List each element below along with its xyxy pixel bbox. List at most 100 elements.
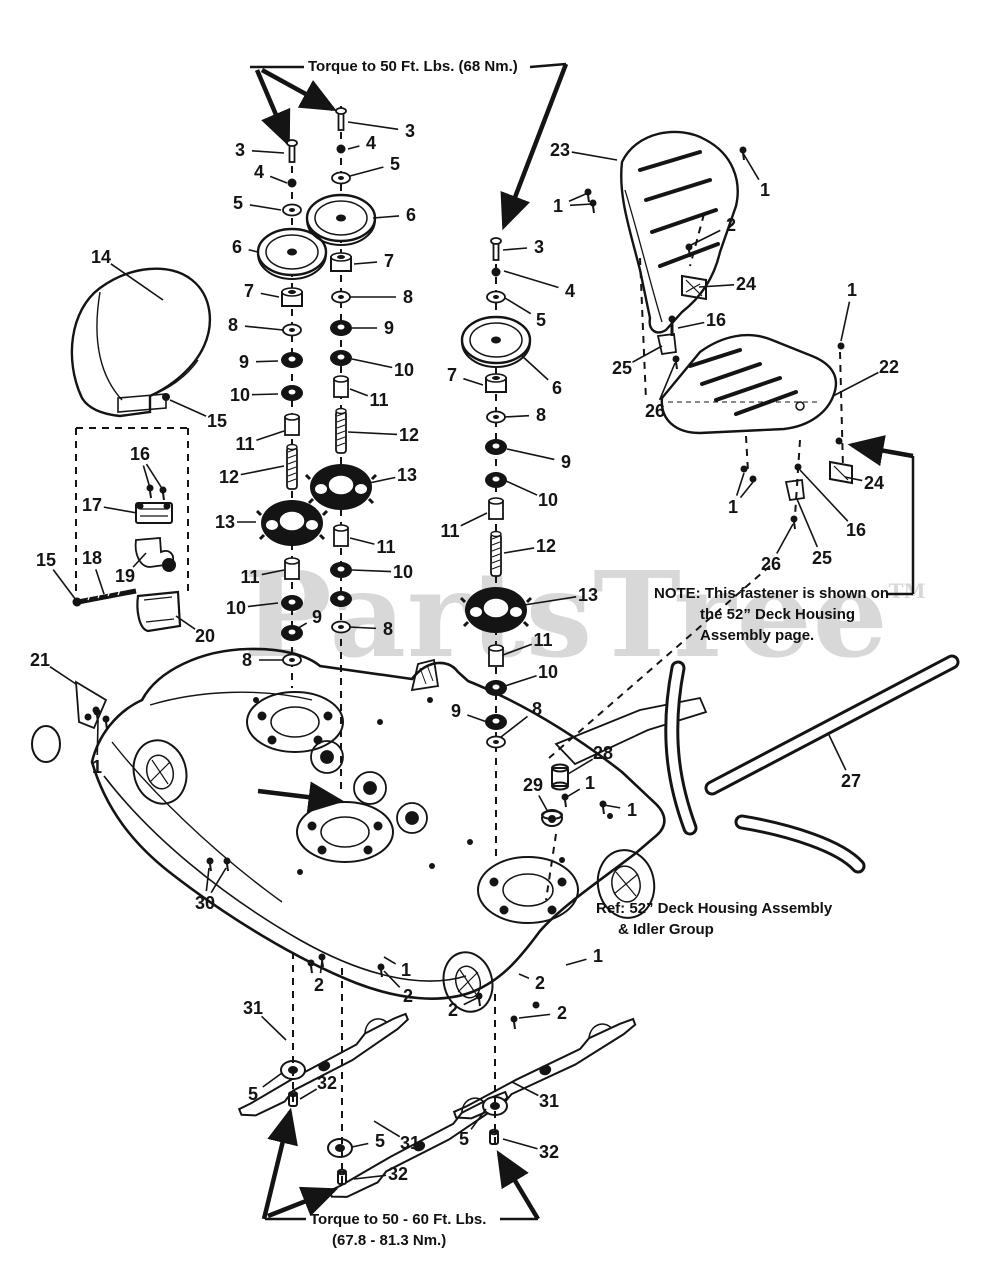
callout-8: 8: [503, 405, 546, 425]
callout-13: 13: [523, 585, 598, 606]
part-spacer: [330, 252, 352, 272]
callout-number: 1: [728, 497, 738, 517]
construction-dashed-line: [839, 351, 844, 469]
torque-note-bottom-line1: Torque to 50 - 60 Ft. Lbs.: [310, 1211, 487, 1228]
callout-number: 2: [726, 215, 736, 235]
callout-10: 10: [505, 480, 558, 510]
part-sleeve: [284, 557, 300, 580]
part-ring: [281, 352, 303, 368]
deck-idler-pulleys: [310, 740, 428, 834]
fastener-screw: [307, 959, 315, 974]
fastener-dot: [794, 463, 802, 471]
callout-number: 11: [240, 567, 259, 587]
callout-number: 16: [130, 444, 150, 464]
fastener-screw: [475, 992, 483, 1007]
deck-boss-middle: [296, 801, 394, 863]
callout-4: 4: [347, 133, 376, 153]
callout-10: 10: [351, 562, 413, 582]
callout-3: 3: [235, 140, 285, 160]
part-sleeve: [333, 375, 349, 398]
part-pulley: [256, 227, 328, 280]
callout-number: 18: [82, 548, 102, 568]
callout-25: 25: [612, 345, 663, 378]
part-washer: [282, 653, 302, 667]
fastener-screw: [510, 1015, 518, 1030]
callout-number: 1: [760, 180, 770, 200]
callout-number: 15: [36, 550, 56, 570]
callout-number: 8: [536, 405, 546, 425]
callout-number: 8: [532, 699, 542, 719]
callout-number: 2: [314, 975, 324, 995]
part-pulley: [305, 193, 377, 246]
torque-note-bottom-line2: (67.8 - 81.3 Nm.): [332, 1232, 447, 1249]
part-spacer: [485, 373, 507, 393]
deck-boss-left: [246, 691, 344, 753]
callout-3: 3: [347, 121, 415, 141]
part-sleeve: [488, 644, 504, 667]
callout-number: 8: [403, 287, 413, 307]
callout-number: 27: [841, 771, 861, 791]
ref-note: Ref: 52” Deck Housing Assembly & Idler G…: [596, 898, 832, 940]
callout-15: 15: [169, 399, 227, 431]
callout-number: 4: [565, 281, 575, 301]
part-bolt: [490, 237, 502, 261]
bracket-21: [74, 680, 108, 730]
callout-22: 22: [832, 357, 899, 397]
callout-number: 5: [375, 1131, 385, 1151]
callout-7: 7: [353, 251, 394, 271]
callout-number: 17: [82, 495, 102, 515]
part-sleeve: [333, 524, 349, 547]
blade-31-left: [237, 1012, 410, 1117]
callout-number: 8: [228, 315, 238, 335]
construction-dashed-line: [545, 833, 557, 901]
callout-number: 11: [235, 434, 254, 454]
deck-caster: [31, 725, 61, 763]
pointer-arrow: [500, 63, 569, 231]
callout-1: 1: [564, 773, 595, 799]
ref-note-line1: Ref: 52” Deck Housing Assembly: [596, 900, 833, 917]
deck-wheel-right: [596, 849, 656, 919]
construction-dashed-line: [745, 435, 749, 473]
part-washer: [486, 735, 506, 749]
callout-5: 5: [459, 1108, 487, 1149]
part-washer: [331, 171, 351, 185]
callout-number: 22: [879, 357, 899, 377]
fastener-screw: [102, 715, 110, 730]
spindle-stack-left: [255, 139, 329, 667]
fastener-screw: [93, 708, 101, 723]
callout-12: 12: [219, 465, 285, 487]
pointer-arrow: [257, 781, 345, 813]
fastener-screw: [206, 857, 214, 872]
callout-number: 24: [736, 274, 756, 294]
callout-number: 3: [534, 237, 544, 257]
callout-number: 11: [533, 630, 552, 650]
part-ring: [485, 714, 507, 730]
callout-32: 32: [299, 1073, 337, 1100]
callout-31: 31: [511, 1081, 559, 1111]
callout-2: 2: [518, 1003, 567, 1023]
callout-10: 10: [230, 385, 279, 405]
callout-number: 15: [207, 411, 227, 431]
ref-note-line2: & Idler Group: [618, 921, 714, 938]
callout-15: 15: [36, 550, 77, 601]
callout-24: 24: [844, 473, 884, 493]
callout-5: 5: [504, 297, 546, 330]
callout-8: 8: [350, 287, 413, 307]
callout-number: 10: [394, 360, 414, 380]
callout-18: 18: [82, 548, 105, 595]
belt-27: [664, 654, 960, 874]
callout-number: 26: [761, 554, 781, 574]
callout-number: 2: [557, 1003, 567, 1023]
callout-number: 9: [451, 701, 461, 721]
part-sleeve: [284, 413, 300, 436]
part-spindle: [304, 464, 378, 510]
deck-rivets: [253, 697, 613, 875]
fastener-dot: [835, 437, 843, 445]
callout-number: 1: [92, 757, 102, 777]
part-washer: [331, 620, 351, 634]
part-nut: [287, 178, 297, 188]
callout-11: 11: [440, 512, 488, 541]
callout-number: 11: [440, 521, 459, 541]
rod-15-18: [72, 588, 137, 607]
